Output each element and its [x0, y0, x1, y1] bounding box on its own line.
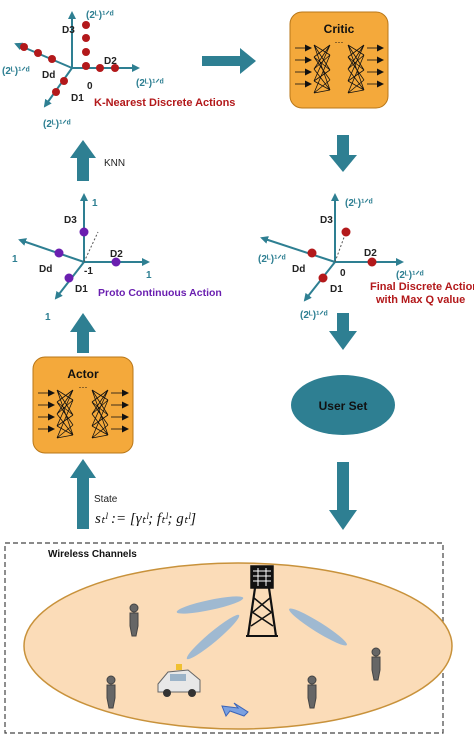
arrow-actor-to-proto — [70, 313, 96, 353]
critic-label: Critic — [324, 22, 355, 36]
arrow-state-to-actor — [70, 459, 96, 529]
user-set-label: User Set — [319, 399, 368, 413]
final-axis-label-d1: D1 — [330, 284, 343, 295]
discrete-action-dots — [20, 21, 119, 96]
proto-space-title: Proto Continuous Action — [98, 287, 222, 299]
coverage-area — [23, 562, 453, 730]
axis-label-d2: D2 — [104, 56, 117, 67]
axis-label-dd: Dd — [42, 70, 55, 81]
proto-pos-label-left: 1 — [12, 254, 18, 265]
proto-action-dots — [54, 227, 121, 283]
actor-box: Actor ⋯ — [32, 356, 134, 454]
actor-network-icon — [38, 389, 129, 439]
final-space-title-line2: with Max Q value — [375, 294, 465, 306]
state-formula: sₜˡ := [γₜˡ; fₜˡ; gₜˡ] — [95, 511, 196, 527]
range-label-bottom: (2ᴸ)¹ᐟᵈ — [43, 119, 71, 130]
final-range-label-left: (2ᴸ)¹ᐟᵈ — [258, 254, 286, 265]
proto-action-space: D3 D2 Dd D1 -1 1 1 1 1 Proto Continuous … — [12, 193, 222, 323]
user-icon — [129, 603, 139, 637]
final-axis-label-d2: D2 — [364, 248, 377, 259]
proto-axis-label-dd: Dd — [39, 264, 52, 275]
wireless-channels-label: Wireless Channels — [48, 549, 137, 560]
user-set-node: User Set — [291, 375, 395, 435]
final-origin-label: 0 — [340, 268, 346, 279]
final-action-dots — [307, 227, 377, 283]
final-range-label-right: (2ᴸ)¹ᐟᵈ — [396, 270, 424, 281]
knn-label: KNN — [104, 158, 125, 169]
pointer-arrow-icon — [221, 702, 249, 717]
signal-beams — [176, 596, 347, 660]
critic-dots: ⋯ — [335, 37, 344, 47]
arrow-final-to-userset — [329, 313, 357, 350]
proto-pos-label-right: 1 — [146, 270, 152, 281]
arrow-knn-up: KNN — [70, 140, 125, 181]
final-space-title-line1: Final Discrete Action — [370, 281, 474, 293]
knn-space-title: K-Nearest Discrete Actions — [94, 97, 235, 109]
axis-label-d3: D3 — [62, 25, 75, 36]
base-station-tower-icon — [246, 565, 278, 637]
actor-label: Actor — [67, 367, 99, 381]
proto-axis-label-d2: D2 — [110, 249, 123, 260]
axis-label-d1: D1 — [71, 93, 84, 104]
car-icon — [157, 664, 201, 697]
proto-neg-label: -1 — [84, 266, 93, 277]
arrow-userset-to-wireless — [329, 462, 357, 530]
actor-dots: ⋯ — [79, 382, 88, 392]
user-icon — [307, 675, 317, 709]
arrow-to-critic — [202, 48, 256, 74]
proto-pos-label-bottom: 1 — [45, 312, 51, 323]
proto-axis-label-d3: D3 — [64, 215, 77, 226]
wireless-channels-box: Wireless Channels — [4, 542, 453, 734]
user-icon — [106, 675, 116, 709]
origin-label: 0 — [87, 81, 93, 92]
final-action-space: D3 D2 Dd D1 0 (2ᴸ)¹ᐟᵈ (2ᴸ)¹ᐟᵈ (2ᴸ)¹ᐟᵈ (2… — [258, 193, 474, 321]
proto-axis-label-d1: D1 — [75, 284, 88, 295]
proto-pos-label-top: 1 — [92, 198, 98, 209]
range-label-right: (2ᴸ)¹ᐟᵈ — [136, 78, 164, 89]
final-axis-label-d3: D3 — [320, 215, 333, 226]
final-range-label-bottom: (2ᴸ)¹ᐟᵈ — [300, 310, 328, 321]
critic-box: Critic ⋯ — [289, 11, 389, 109]
range-label-left: (2ᴸ)¹ᐟᵈ — [2, 66, 30, 77]
critic-network-icon — [295, 44, 384, 94]
range-label-top: (2ᴸ)¹ᐟᵈ — [86, 10, 114, 21]
arrow-critic-to-final — [329, 135, 357, 172]
knn-action-space: D3 D2 Dd D1 0 (2ᴸ)¹ᐟᵈ (2ᴸ)¹ᐟᵈ (2ᴸ)¹ᐟᵈ (2… — [2, 10, 235, 130]
state-label: State — [94, 494, 118, 505]
final-axis-label-dd: Dd — [292, 264, 305, 275]
user-icon — [371, 647, 381, 681]
final-range-label-top: (2ᴸ)¹ᐟᵈ — [345, 198, 373, 209]
